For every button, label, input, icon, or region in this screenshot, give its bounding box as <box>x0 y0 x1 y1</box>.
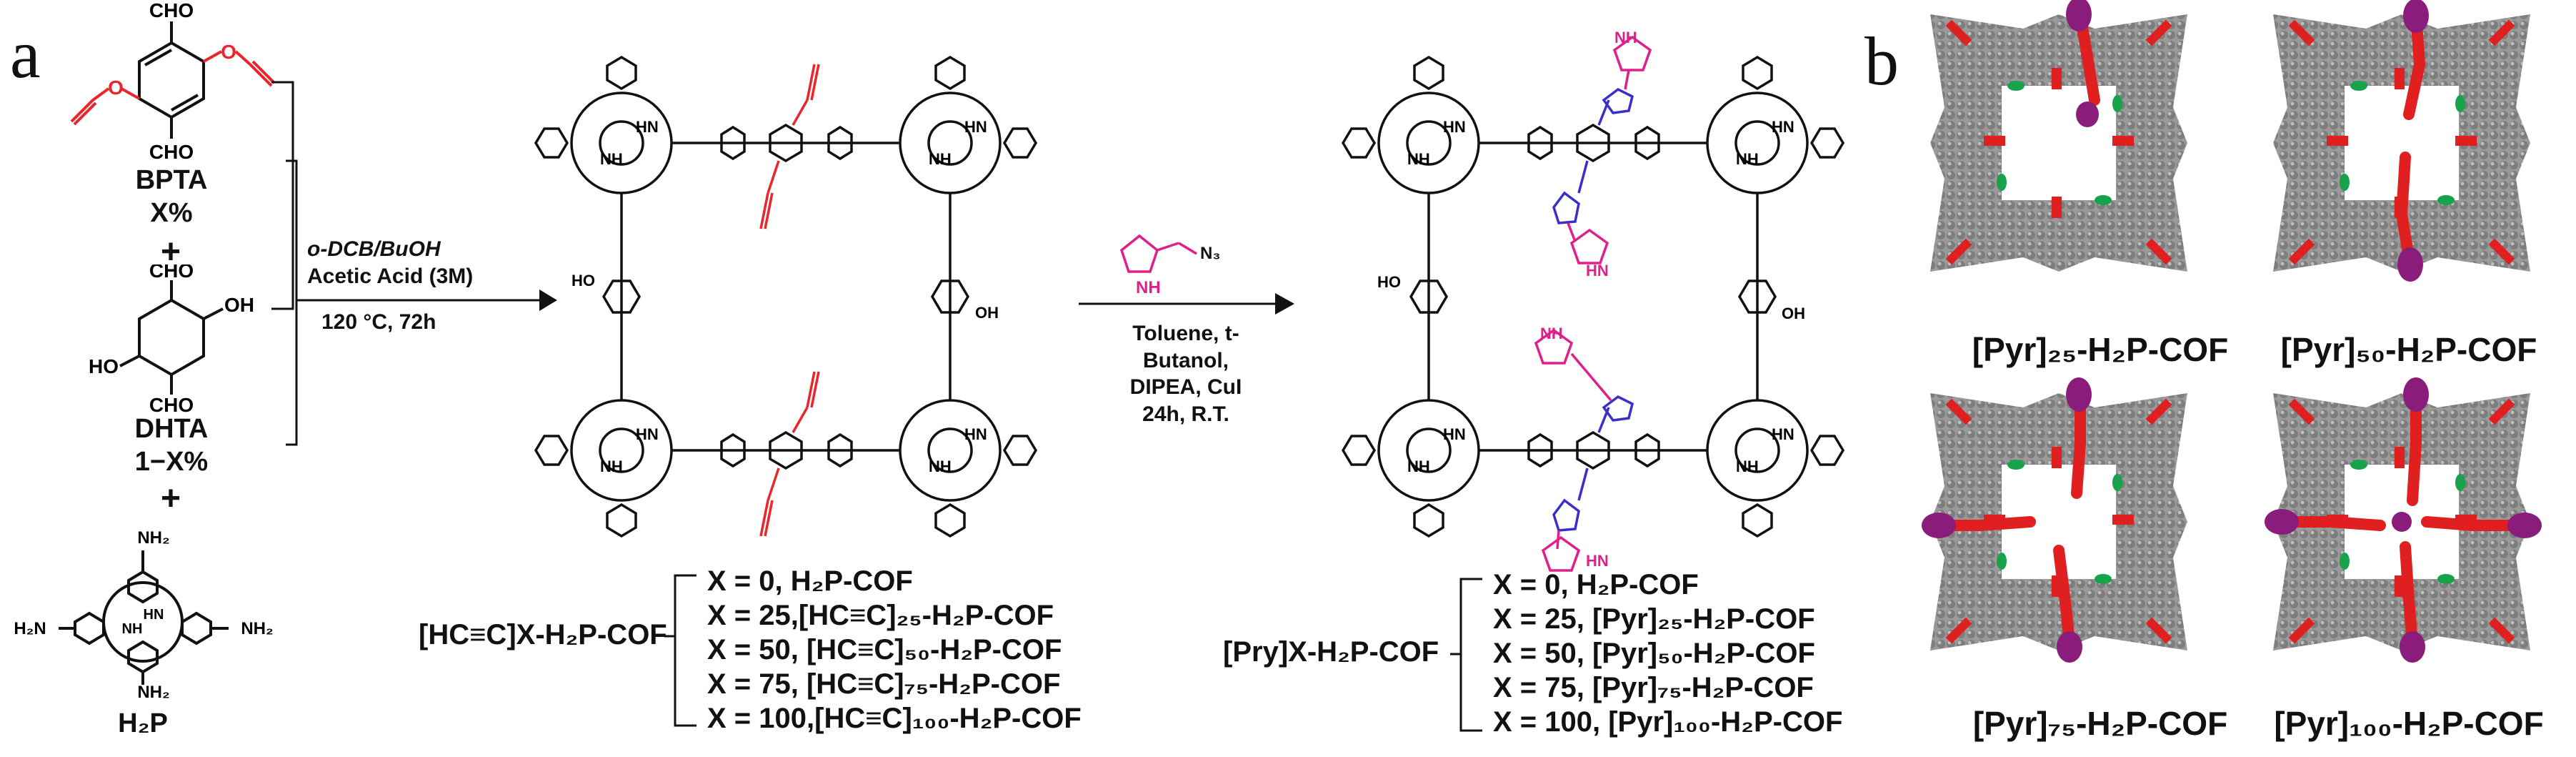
cof2-pyr-nh-1: NH <box>1614 29 1637 46</box>
space-filling-models <box>1922 0 2542 663</box>
cof-pyr-structure: NH HN NH HN HN NH HN NH HN NH HN NH HO O… <box>1341 29 1845 572</box>
cof2-hn-1: HN <box>1443 118 1466 136</box>
h2p-nh2-top: NH₂ <box>137 528 169 548</box>
series2-bracket <box>1450 578 1482 732</box>
h2p-nh2-left: H₂N <box>14 619 46 638</box>
bpta-cho-bottom: CHO <box>149 141 194 163</box>
dhta-cho-bottom: CHO <box>149 394 194 415</box>
reagent-nh: NH <box>1136 278 1161 297</box>
caption-pyr100: [Pyr]₁₀₀-H₂P-COF <box>2274 705 2544 742</box>
cof1-nh-3: NH <box>600 457 623 475</box>
series1-label: [HC≡C]X-H₂P-COF <box>419 619 667 650</box>
caption-pyr75: [Pyr]₇₅-H₂P-COF <box>1972 705 2228 742</box>
h2p-nh: NH <box>122 621 143 637</box>
step1-conditions: o-DCB/BuOH Acetic Acid (3M) <box>307 236 473 290</box>
model-pyr25 <box>1930 0 2187 272</box>
reagent-n3: N₃ <box>1200 244 1220 263</box>
model-pyr50 <box>2273 0 2530 282</box>
cof2-oh: OH <box>1782 305 1805 322</box>
series1-bracket <box>664 574 697 727</box>
cof1-hn-4: HN <box>964 425 987 443</box>
bpta-o-right: O <box>221 41 236 63</box>
cof1-ho: HO <box>571 272 595 290</box>
step2-base: DIPEA, CuI <box>1129 375 1242 399</box>
cof2-pyr-nh-2: NH <box>1540 325 1563 342</box>
dhta-ho: HO <box>89 355 119 377</box>
cof2-ho: HO <box>1377 273 1401 291</box>
bpta-amount: X% <box>150 198 193 228</box>
series1-item-2: X = 50, [HC≡C]₅₀-H₂P-COF <box>707 634 1062 666</box>
plus-2: + <box>161 480 181 518</box>
cof1-oh: OH <box>975 304 999 322</box>
cof1-hn-1: HN <box>636 118 659 136</box>
cof2-nh-3: NH <box>1407 457 1430 475</box>
cof2-pyr-hn-2: HN <box>1586 552 1609 570</box>
series1-item-0: X = 0, H₂P-COF <box>707 565 913 597</box>
dhta-cho-top: CHO <box>149 264 194 282</box>
cof1-hn-3: HN <box>636 425 659 443</box>
cof2-hn-2: HN <box>1772 118 1794 136</box>
h2p-hn: HN <box>144 607 164 623</box>
model-pyr100 <box>2265 377 2542 663</box>
series2-item-0: X = 0, H₂P-COF <box>1493 569 1699 600</box>
bpta-structure: CHO CHO O O <box>70 0 276 163</box>
caption-pyr25: [Pyr]₂₅-H₂P-COF <box>1972 331 2229 368</box>
cof2-hn-3: HN <box>1443 425 1466 443</box>
dhta-oh: OH <box>224 294 254 316</box>
panel-b-letter: b <box>1864 23 1899 99</box>
cof1-nh-1: NH <box>600 150 623 168</box>
series2-list: X = 0, H₂P-COF X = 25, [Pyr]₂₅-H₂P-COF X… <box>1493 570 1842 742</box>
series1-list: X = 0, H₂P-COF X = 25,[HC≡C]₂₅-H₂P-COF X… <box>707 567 1082 738</box>
cof2-nh-2: NH <box>1736 150 1759 168</box>
cof1-hn-2: HN <box>964 118 987 136</box>
step1-temp: 120 °C, 72h <box>321 310 436 334</box>
step1-solvent: o-DCB/BuOH <box>307 237 441 261</box>
cof2-nh-1: NH <box>1407 150 1430 168</box>
h2p-nh2-bottom: NH₂ <box>137 683 169 701</box>
panel-a-letter: a <box>10 16 41 92</box>
dhta-amount: 1−X% <box>134 447 209 477</box>
series2-item-3: X = 75, [Pyr]₇₅-H₂P-COF <box>1493 672 1814 703</box>
h2p-nh2-right: NH₂ <box>241 619 273 638</box>
bpta-name: BPTA <box>135 165 208 195</box>
series1-item-3: X = 75, [HC≡C]₇₅-H₂P-COF <box>707 668 1061 700</box>
cof2-hn-4: HN <box>1772 425 1794 443</box>
series2-item-4: X = 100, [Pyr]₁₀₀-H₂P-COF <box>1493 706 1843 738</box>
bpta-o-left: O <box>108 76 124 99</box>
dhta-structure: CHO CHO OH HO <box>89 264 254 415</box>
step2-solvent: Toluene, t-Butanol, <box>1132 322 1239 372</box>
cof-alkyne-structure: HN NH HN NH HN NH HN NH HO OH <box>534 55 1038 538</box>
click-reagent: NH N₃ <box>1079 234 1294 315</box>
h2p-name: H₂P <box>118 708 168 738</box>
arrow-1 <box>271 81 557 446</box>
step2-time: 24h, R.T. <box>1142 402 1229 426</box>
h2p-structure: NH₂ NH₂ H₂N NH₂ HN NH <box>14 528 273 701</box>
cof2-pyr-hn-1: HN <box>1586 262 1609 279</box>
plus-1: + <box>161 233 181 271</box>
bpta-cho-top: CHO <box>149 0 194 21</box>
series2-item-1: X = 25, [Pyr]₂₅-H₂P-COF <box>1493 603 1815 635</box>
caption-pyr50: [Pyr]₅₀-H₂P-COF <box>2280 331 2537 368</box>
series1-item-4: X = 100,[HC≡C]₁₀₀-H₂P-COF <box>707 703 1082 734</box>
step2-conditions: Toluene, t-Butanol, DIPEA, CuI 24h, R.T. <box>1093 320 1279 427</box>
cof2-nh-4: NH <box>1736 457 1759 475</box>
series2-item-2: X = 50, [Pyr]₅₀-H₂P-COF <box>1493 638 1815 669</box>
cof1-nh-2: NH <box>929 150 952 168</box>
dhta-name: DHTA <box>134 414 209 444</box>
cof1-nh-4: NH <box>929 457 952 475</box>
series1-item-1: X = 25,[HC≡C]₂₅-H₂P-COF <box>707 600 1054 631</box>
series2-label: [Pry]X-H₂P-COF <box>1223 636 1439 668</box>
step1-acid: Acetic Acid (3M) <box>307 264 474 288</box>
model-pyr75 <box>1922 377 2187 663</box>
